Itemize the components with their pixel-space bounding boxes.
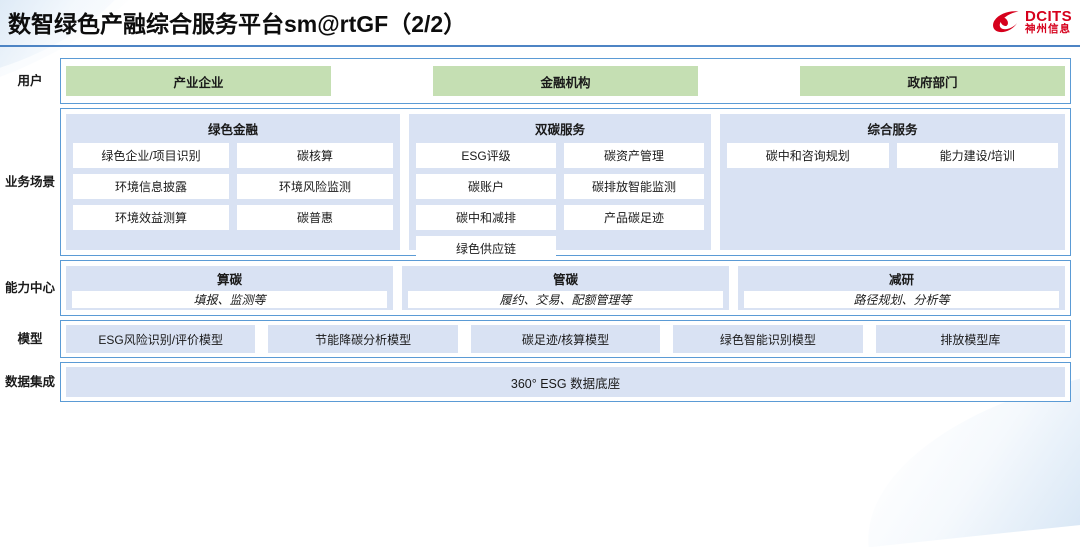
business-cell[interactable]: 绿色企业/项目识别	[73, 143, 229, 168]
business-cells-green-finance: 绿色企业/项目识别 碳核算 环境信息披露 环境风险监测 环境效益测算 碳普惠	[73, 143, 393, 230]
user-spacer-2	[698, 66, 800, 96]
business-group-title-green-finance: 绿色金融	[207, 123, 258, 137]
business-group-dual-carbon: 双碳服务 ESG评级 碳资产管理 碳账户 碳排放智能监测 碳中和减排 产品碳足迹…	[409, 114, 711, 261]
layer-body-capability-center: 算碳 填报、监测等 管碳 履约、交易、配额管理等 减研 路径规划、分析等	[60, 260, 1071, 316]
business-cell[interactable]: 碳核算	[237, 143, 393, 168]
data-foundation-box[interactable]: 360° ESG 数据底座	[66, 367, 1065, 397]
capability-group-title: 算碳	[216, 273, 242, 287]
layer-row-model: 模型 ESG风险识别/评价模型 节能降碳分析模型 碳足迹/核算模型 绿色智能识别…	[0, 320, 1080, 358]
brand-logo-text: DCITS 神州信息	[1025, 9, 1072, 35]
layer-row-data-integration: 数据集成 360° ESG 数据底座	[0, 362, 1080, 402]
business-cell[interactable]: 碳中和咨询规划	[727, 143, 889, 168]
architecture-diagram: 用户 产业企业 金融机构 政府部门 业务场景 绿色金融 绿色企业/项目识别 碳核…	[0, 58, 1080, 406]
user-box-industry[interactable]: 产业企业	[66, 66, 331, 96]
layer-label-user: 用户	[17, 73, 43, 88]
model-box[interactable]: ESG风险识别/评价模型	[66, 325, 256, 353]
brand-logo: DCITS 神州信息	[991, 5, 1072, 39]
capability-group-subtitle: 路径规划、分析等	[744, 291, 1059, 308]
capability-group-carbon-accounting[interactable]: 算碳 填报、监测等	[66, 266, 393, 310]
capability-group-title: 管碳	[552, 273, 578, 287]
user-box-track: 产业企业 金融机构 政府部门	[66, 66, 1065, 96]
user-box-financial[interactable]: 金融机构	[433, 66, 698, 96]
layer-body-business-scenario: 绿色金融 绿色企业/项目识别 碳核算 环境信息披露 环境风险监测 环境效益测算 …	[60, 108, 1071, 261]
brand-name-cn: 神州信息	[1025, 23, 1071, 36]
layer-label-model: 模型	[17, 331, 43, 346]
header-divider	[0, 45, 1080, 47]
business-cell[interactable]: 环境风险监测	[237, 174, 393, 199]
layer-body-data-integration: 360° ESG 数据底座	[60, 362, 1071, 402]
user-spacer-1	[331, 66, 433, 96]
model-box[interactable]: 碳足迹/核算模型	[470, 325, 661, 353]
business-cell[interactable]: 环境信息披露	[73, 174, 229, 199]
business-cells-dual-carbon: ESG评级 碳资产管理 碳账户 碳排放智能监测 碳中和减排 产品碳足迹 绿色供应…	[416, 143, 704, 261]
model-box[interactable]: 绿色智能识别模型	[673, 325, 863, 353]
user-box-government[interactable]: 政府部门	[800, 66, 1065, 96]
business-cell[interactable]: 碳账户	[416, 174, 556, 199]
layer-label-data-integration: 数据集成	[4, 374, 55, 389]
slide-header: 数智绿色产融综合服务平台sm@rtGF（2/2） DCITS 神州信息	[0, 0, 1080, 47]
model-box[interactable]: 排放模型库	[875, 325, 1066, 353]
business-group-title-dual-carbon: 双碳服务	[534, 123, 585, 137]
capability-group-subtitle: 填报、监测等	[72, 291, 387, 308]
business-cell[interactable]: 绿色供应链	[416, 236, 556, 261]
model-box[interactable]: 节能降碳分析模型	[268, 325, 458, 353]
page-title: 数智绿色产融综合服务平台sm@rtGF（2/2）	[8, 11, 467, 37]
business-cell[interactable]: 环境效益测算	[73, 205, 229, 230]
business-cell[interactable]: 能力建设/培训	[896, 143, 1058, 168]
business-cell[interactable]: 碳排放智能监测	[564, 174, 704, 199]
business-group-title-comprehensive-service: 综合服务	[867, 123, 918, 137]
layer-row-user: 用户 产业企业 金融机构 政府部门	[0, 58, 1080, 104]
layer-label-capability-center: 能力中心	[4, 280, 55, 295]
layer-label-business-scenario: 业务场景	[4, 174, 55, 189]
capability-group-title: 减研	[888, 273, 914, 287]
layer-row-capability-center: 能力中心 算碳 填报、监测等 管碳 履约、交易、配额管理等 减研 路径规划、分析…	[0, 260, 1080, 316]
dcits-swirl-logo-icon	[991, 9, 1021, 35]
business-cell[interactable]: 碳普惠	[237, 205, 393, 230]
layer-body-model: ESG风险识别/评价模型 节能降碳分析模型 碳足迹/核算模型 绿色智能识别模型 …	[60, 320, 1071, 358]
layer-body-user: 产业企业 金融机构 政府部门	[60, 58, 1071, 104]
business-group-comprehensive-service: 综合服务 碳中和咨询规划 能力建设/培训	[720, 114, 1065, 250]
business-cell[interactable]: ESG评级	[416, 143, 556, 168]
layer-row-business-scenario: 业务场景 绿色金融 绿色企业/项目识别 碳核算 环境信息披露 环境风险监测 环境…	[0, 108, 1080, 261]
capability-group-carbon-management[interactable]: 管碳 履约、交易、配额管理等	[402, 266, 729, 310]
business-cells-comprehensive-service: 碳中和咨询规划 能力建设/培训	[727, 143, 1058, 168]
brand-name-en: DCITS	[1025, 8, 1072, 25]
capability-group-carbon-reduction-research[interactable]: 减研 路径规划、分析等	[738, 266, 1065, 310]
business-group-green-finance: 绿色金融 绿色企业/项目识别 碳核算 环境信息披露 环境风险监测 环境效益测算 …	[66, 114, 400, 250]
business-cell[interactable]: 碳资产管理	[564, 143, 704, 168]
business-cell[interactable]: 产品碳足迹	[564, 205, 704, 230]
business-cell[interactable]: 碳中和减排	[416, 205, 556, 230]
capability-group-subtitle: 履约、交易、配额管理等	[408, 291, 723, 308]
